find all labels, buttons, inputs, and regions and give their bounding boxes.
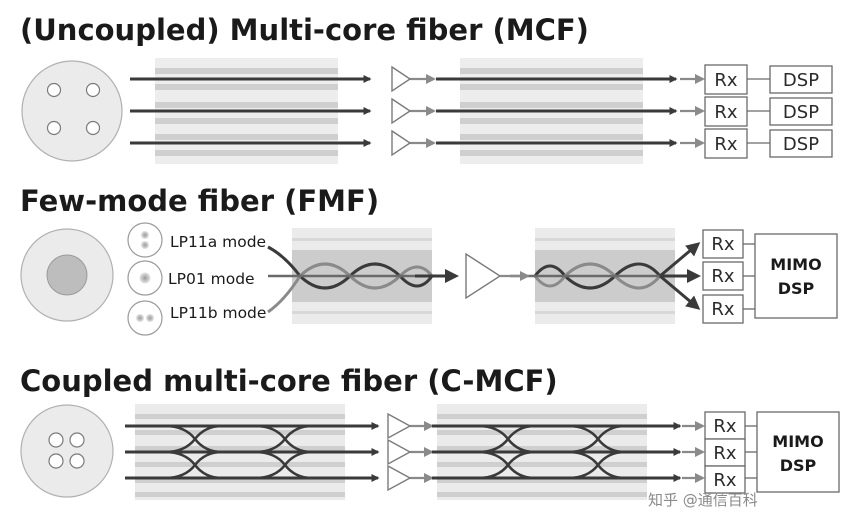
amplifier-icon <box>387 412 412 440</box>
amplifier-icon <box>465 252 502 300</box>
mcf-rx-1: Rx <box>714 70 738 91</box>
fmf-mode-waves <box>267 245 662 314</box>
cmcf-rx-3: Rx <box>713 470 737 491</box>
cmcf-signal-lines <box>125 421 705 483</box>
cmcf-receivers: Rx Rx Rx <box>704 411 757 494</box>
cmcf-title: Coupled multi-core fiber (C-MCF) <box>20 364 558 398</box>
amplifier-icon <box>391 65 412 93</box>
fmf-rx-2: Rx <box>711 266 735 287</box>
mcf-rx-2: Rx <box>714 102 738 123</box>
fmf-arrows <box>415 242 701 310</box>
mcf-receivers: Rx Rx Rx <box>704 64 770 159</box>
mcf-dsp-blocks: DSP DSP DSP <box>769 65 833 158</box>
fmf-mimo-label: MIMO <box>770 255 821 274</box>
mcf-cross-section <box>21 60 123 162</box>
fmf-mimo-dsp: MIMO DSP <box>754 233 838 319</box>
amplifier-icon <box>391 129 412 157</box>
fmf-dsp-label: DSP <box>778 279 815 298</box>
fmf-mode-lp01: LP01 mode <box>168 270 255 288</box>
mcf-rx-3: Rx <box>714 134 738 155</box>
cmcf-rx-2: Rx <box>713 443 737 464</box>
fmf-rx-3: Rx <box>711 299 735 320</box>
mcf-dsp-3: DSP <box>783 134 819 155</box>
section-mcf: (Uncoupled) Multi-core fiber (MCF) <box>20 13 833 164</box>
cmcf-mimo-label: MIMO <box>772 432 823 451</box>
amplifier-icon <box>387 438 412 466</box>
cmcf-fiber-span-1 <box>135 404 345 500</box>
section-fmf: Few-mode fiber (FMF) LP11a mode LP01 mod… <box>20 184 838 336</box>
fmf-title: Few-mode fiber (FMF) <box>20 184 379 218</box>
cmcf-amplifiers <box>387 412 412 492</box>
cmcf-mimo-dsp: MIMO DSP <box>756 411 840 493</box>
fmf-mode-lp11b: LP11b mode <box>170 304 266 322</box>
fmf-mode-lp11a: LP11a mode <box>170 233 266 251</box>
fmf-rx-1: Rx <box>711 234 735 255</box>
fmf-cross-section <box>20 228 114 322</box>
cmcf-rx-1: Rx <box>713 416 737 437</box>
mcf-dsp-1: DSP <box>783 70 819 91</box>
fmf-receivers: Rx Rx Rx <box>702 229 755 324</box>
amplifier-icon <box>391 97 412 125</box>
mcf-title: (Uncoupled) Multi-core fiber (MCF) <box>20 13 589 47</box>
amplifier-icon <box>387 464 412 492</box>
section-cmcf: Coupled multi-core fiber (C-MCF) <box>20 364 840 500</box>
watermark: 知乎 @通信百科 <box>648 491 758 509</box>
mcf-signal-lines <box>130 74 705 148</box>
fmf-mode-profiles <box>127 222 163 336</box>
cmcf-cross-section <box>20 404 114 498</box>
cmcf-dsp-label: DSP <box>780 456 817 475</box>
mcf-dsp-2: DSP <box>783 102 819 123</box>
mcf-amplifiers <box>391 65 412 157</box>
